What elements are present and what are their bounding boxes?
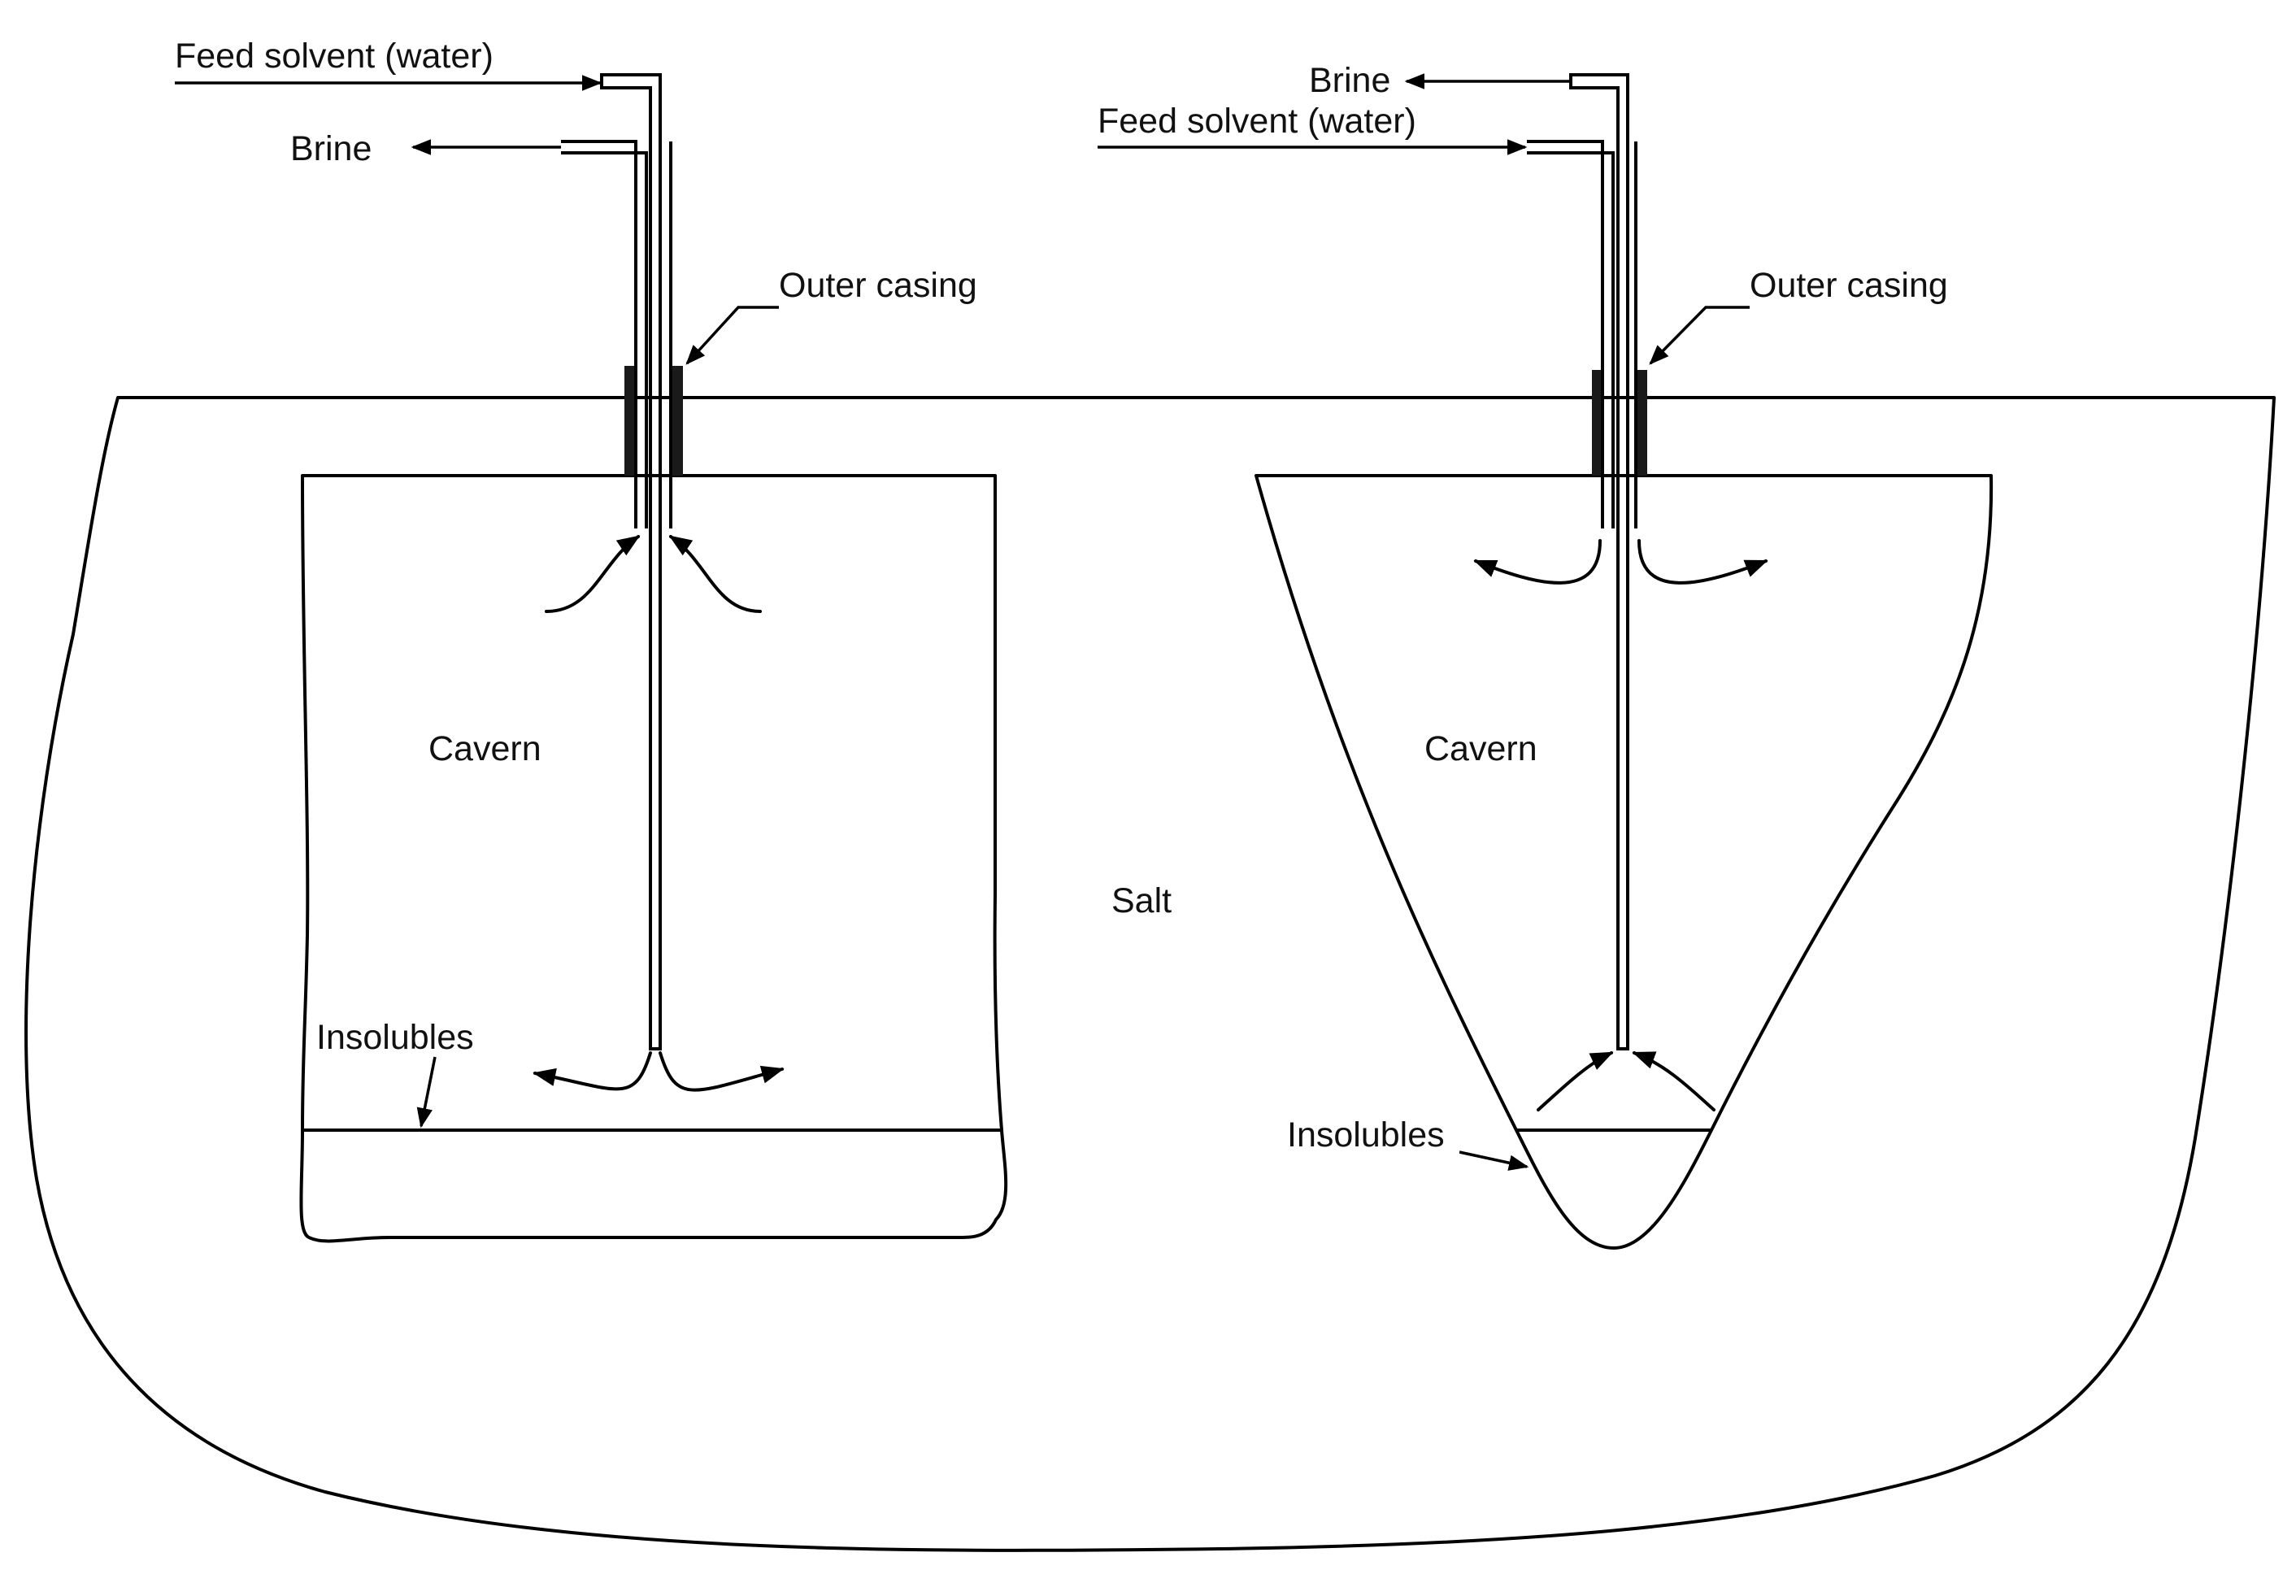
right-top-flow-left [1473, 539, 1602, 585]
left-insolubles-label: Insolubles [316, 1018, 474, 1057]
right-casing-leader [1649, 306, 1750, 365]
right-insolubles-leader [1459, 1150, 1529, 1171]
left-top-flow-right [668, 535, 762, 613]
left-cavern [301, 474, 1003, 1132]
right-cavern-label: Cavern [1424, 729, 1537, 768]
left-cavern-label: Cavern [428, 729, 541, 768]
left-feed-label: Feed solvent (water) [175, 37, 494, 76]
right-casing-right [1636, 370, 1647, 476]
right-flow-arrows [1473, 539, 1768, 1111]
right-bottom-flow-right [1632, 1051, 1715, 1111]
left-casing-label: Outer casing [779, 266, 977, 305]
left-outer-pipe [561, 140, 672, 528]
right-feed-label: Feed solvent (water) [1098, 102, 1416, 141]
salt-body [24, 396, 2276, 1552]
left-casing-leader [685, 306, 779, 365]
left-bottom-flow-left [533, 1051, 652, 1091]
left-insolubles-leader [416, 1056, 437, 1129]
left-insolubles [299, 1129, 1008, 1243]
left-flow-arrows [533, 535, 785, 1092]
left-well [561, 73, 683, 1050]
right-well [1527, 73, 1647, 1050]
right-casing-left [1592, 370, 1603, 476]
right-insolubles-label: Insolubles [1287, 1115, 1445, 1155]
right-outer-pipe [1527, 140, 1637, 528]
left-inner-pipe [600, 73, 662, 1050]
left-casing-right [672, 366, 683, 476]
left-top-flow-left [545, 535, 641, 613]
right-insolubles-label-bg [1279, 1110, 1459, 1160]
left-brine-label: Brine [290, 129, 372, 168]
right-casing-label: Outer casing [1750, 266, 1948, 305]
salt-label: Salt [1111, 881, 1172, 920]
left-casing-left [624, 366, 636, 476]
left-bottom-flow-right [659, 1051, 785, 1092]
right-insolubles [1515, 1129, 1713, 1250]
right-cavern [1255, 474, 1994, 1132]
right-brine-label: Brine [1309, 61, 1390, 100]
right-top-flow-right [1637, 539, 1768, 585]
salt-label-bg [1103, 874, 1185, 927]
right-bottom-flow-left [1537, 1051, 1614, 1111]
right-inner-pipe [1569, 73, 1629, 1050]
